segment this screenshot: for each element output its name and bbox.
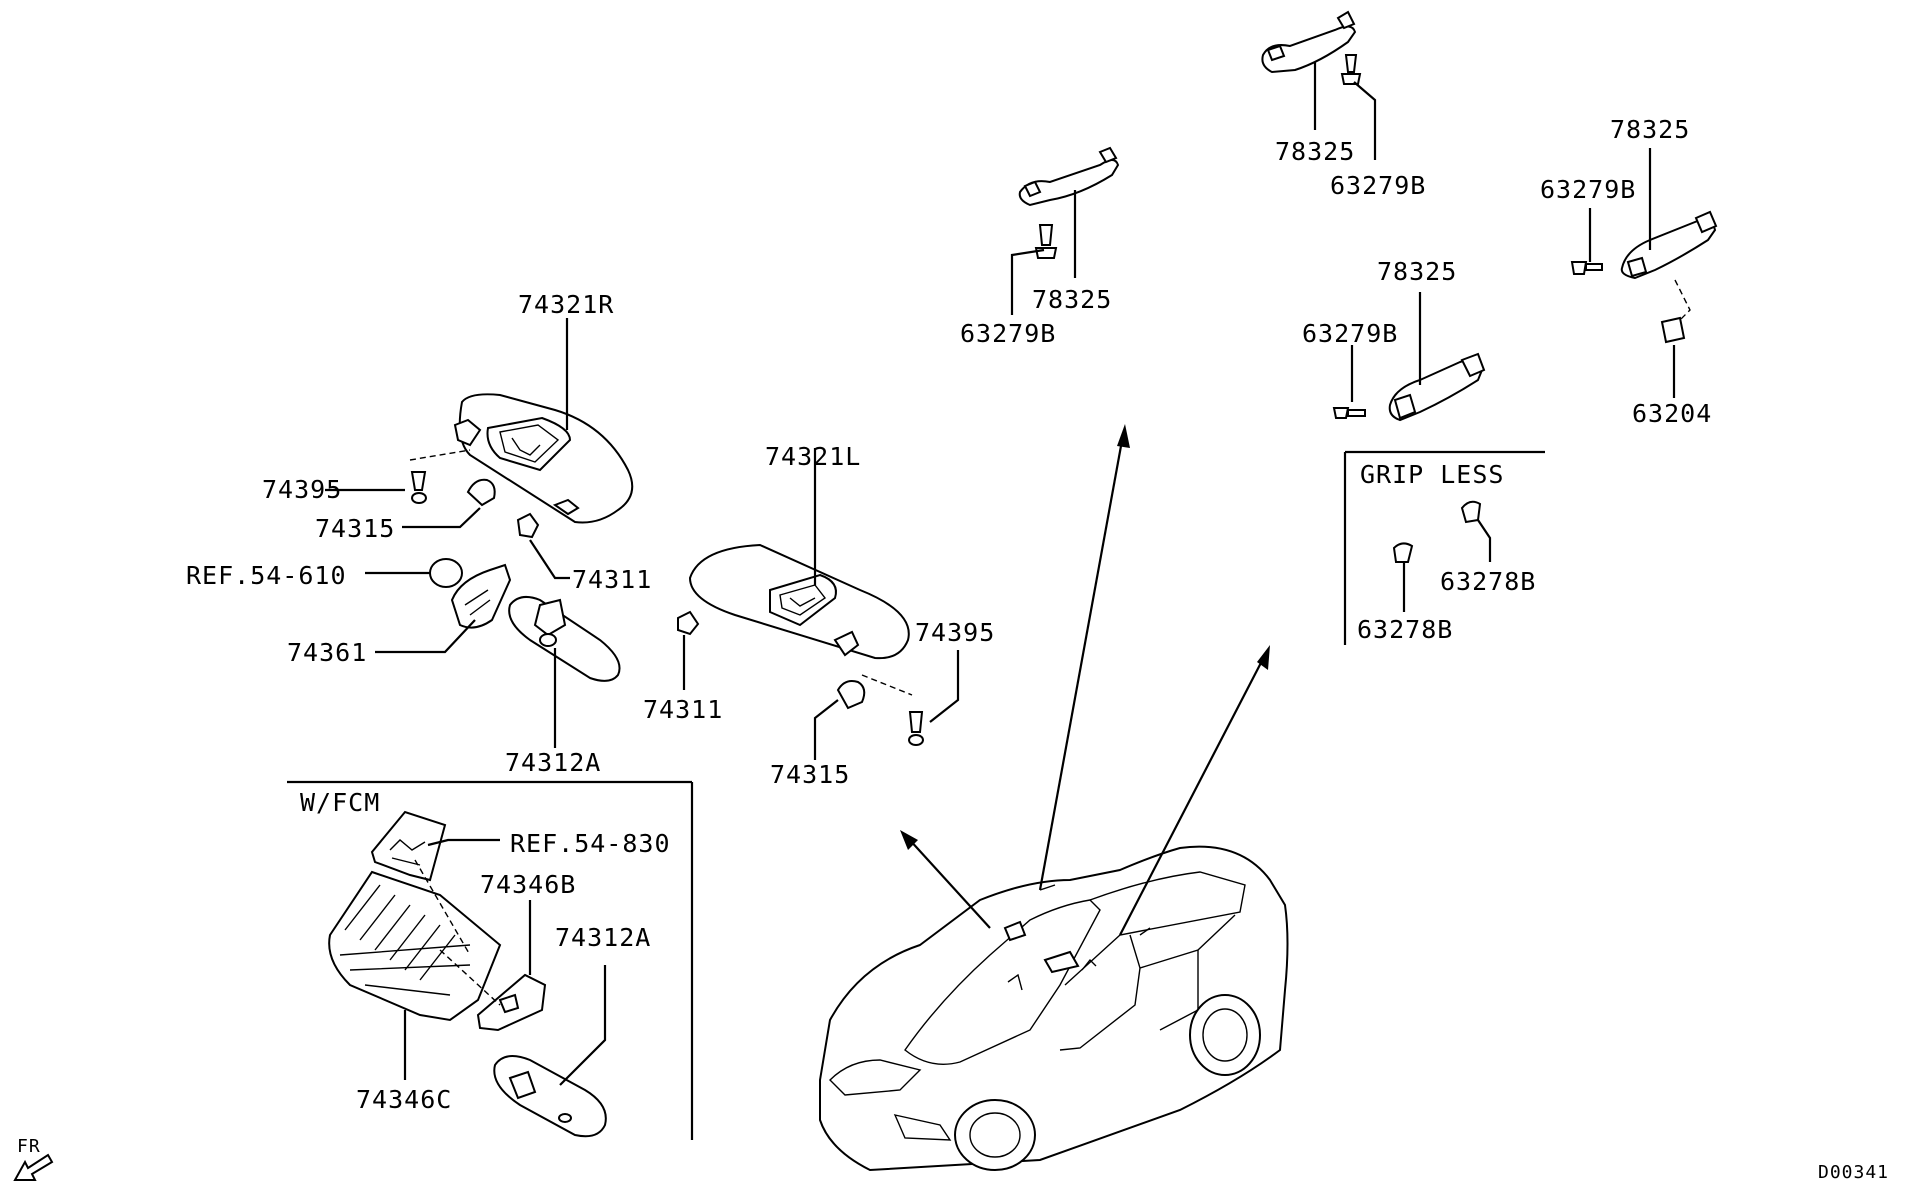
- rear-view-mirror-upper: [508, 595, 621, 682]
- label-74346c: 74346C: [356, 1085, 452, 1114]
- bracket-74346b: [439, 949, 547, 1032]
- hook-74311-right: [516, 512, 540, 539]
- sun-visor-left: [688, 543, 910, 660]
- overhead-console-74346c: [328, 859, 502, 1022]
- label-63204: 63204: [1632, 399, 1712, 428]
- arrow-to-grip-3: [1119, 654, 1266, 936]
- label-74315-r: 74315: [315, 514, 395, 543]
- grip-less-title: GRIP LESS: [1360, 460, 1504, 489]
- label-63279b-2: 63279B: [1330, 171, 1426, 200]
- label-78325-1: 78325: [1032, 285, 1112, 314]
- label-74311-r: 74311: [572, 565, 652, 594]
- leader-74312a-lower: [559, 965, 607, 1086]
- label-74361: 74361: [287, 638, 367, 667]
- label-63278b-upper: 63278B: [1440, 567, 1536, 596]
- leader-63278b-upper: [1477, 519, 1492, 562]
- leader-74315-r: [402, 507, 481, 529]
- label-74395-l: 74395: [915, 618, 995, 647]
- sun-visor-right: [453, 393, 634, 524]
- front-direction-arrow-icon: [13, 1153, 54, 1181]
- label-78325-3: 78325: [1377, 257, 1457, 286]
- leader-74395-l: [929, 650, 960, 723]
- label-ref-54-610: REF.54-610: [186, 561, 347, 590]
- leader-ref-54-830: [427, 838, 500, 847]
- label-74312a-upper: 74312A: [505, 748, 601, 777]
- assist-grip-3: [1332, 352, 1486, 422]
- ref-54-610-dome: [429, 558, 463, 588]
- label-74315-l: 74315: [770, 760, 850, 789]
- diagram-code: D00341: [1818, 1162, 1889, 1183]
- leader-63279b-2: [1353, 81, 1377, 160]
- arrowhead-1: [900, 830, 918, 850]
- clip-cover-74315-left: [836, 680, 866, 710]
- label-78325-2: 78325: [1275, 137, 1355, 166]
- screw-74395-left: [861, 674, 924, 746]
- arrowhead-2: [1117, 424, 1130, 448]
- cap-63278b-upper: [1460, 500, 1482, 524]
- grip-less-box: [1343, 450, 1545, 645]
- arrow-to-grip-1: [1038, 434, 1125, 891]
- leader-74311-r: [529, 539, 570, 580]
- label-74395-r: 74395: [262, 475, 342, 504]
- label-63279b-4: 63279B: [1540, 175, 1636, 204]
- wfcm-box: [287, 780, 694, 1140]
- label-78325-4: 78325: [1610, 115, 1690, 144]
- rear-view-mirror-lower: [493, 1055, 607, 1138]
- suv-car-outline: [819, 845, 1289, 1172]
- label-74311-l: 74311: [643, 695, 723, 724]
- ref-54-830-panel: [370, 810, 447, 882]
- label-74346b: 74346B: [480, 870, 576, 899]
- fr-label: FR: [17, 1136, 41, 1157]
- hook-74311-left: [677, 610, 700, 636]
- label-63279b-3: 63279B: [1302, 319, 1398, 348]
- wfcm-title: W/FCM: [300, 788, 380, 817]
- leader-74315-l: [813, 699, 839, 760]
- cap-63278b-lower: [1392, 542, 1414, 563]
- label-74321r: 74321R: [518, 290, 614, 319]
- assist-grip-1: [1018, 146, 1120, 259]
- screw-74395-right: [409, 449, 471, 504]
- label-63279b-1: 63279B: [960, 319, 1056, 348]
- arrow-to-right-visor: [907, 837, 991, 929]
- leader-74361: [375, 619, 476, 654]
- arrowhead-3: [1257, 645, 1270, 670]
- clip-cover-74315-right: [466, 478, 496, 507]
- label-74321l: 74321L: [765, 442, 861, 471]
- label-63278b-lower: 63278B: [1357, 615, 1453, 644]
- leader-63279b-1: [1010, 248, 1045, 315]
- label-74312a-lower: 74312A: [555, 923, 651, 952]
- label-ref-54-830: REF.54-830: [510, 829, 671, 858]
- assist-grip-2: [1261, 10, 1362, 85]
- assist-grip-4: [1570, 210, 1718, 344]
